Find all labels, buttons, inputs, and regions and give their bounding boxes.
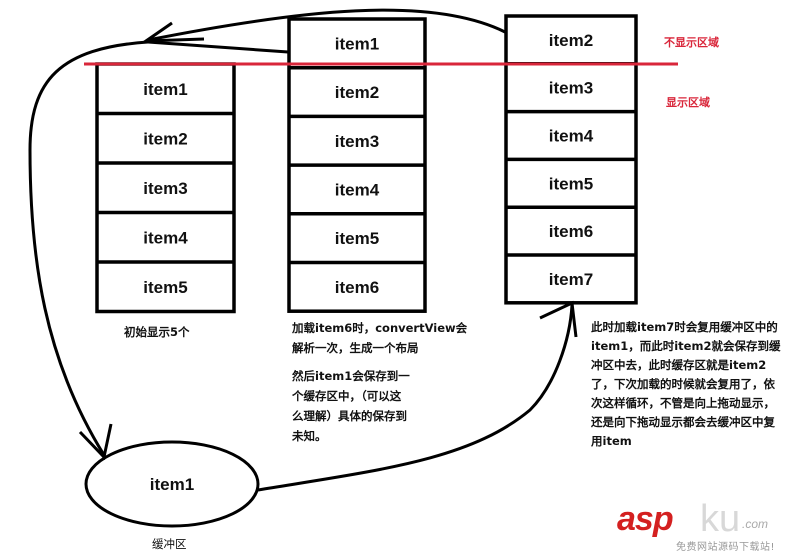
initial-caption: 初始显示5个 <box>124 325 190 339</box>
buffer-label: 缓冲区 <box>152 537 187 551</box>
list-item: item4 <box>549 127 594 146</box>
buffer-ellipse <box>84 440 260 528</box>
recycle-arrow-top <box>147 8 506 42</box>
caption-line: item1，而此时item2就会保存到缓 <box>591 339 781 353</box>
list-item: item1 <box>335 34 379 53</box>
caption-line: 么理解）具体的保存到 <box>292 409 407 423</box>
list-item: item2 <box>143 129 187 148</box>
caption-line: 未知。 <box>292 429 327 443</box>
list-item: item6 <box>335 278 379 297</box>
recycle-arrow-line-from-col2 <box>147 40 289 54</box>
watermark-subtitle: 免费网站源码下载站! <box>676 542 776 553</box>
caption-line: 冲区中去，此时缓存区就是item2 <box>591 358 767 372</box>
reuse-arrow <box>257 304 574 492</box>
list-item: item1 <box>143 80 187 99</box>
list-item: item3 <box>335 132 379 151</box>
column-load-item7: item2 item3 item4 item5 item6 item7 <box>504 14 638 305</box>
caption-line: 还是向下拖动显示都会去缓冲区中复 <box>591 415 775 429</box>
list-item: item5 <box>335 229 379 248</box>
list-item: item2 <box>549 31 593 50</box>
list-item: item2 <box>335 83 379 102</box>
caption-line: 了，下次加载的时候就会复用了，依 <box>591 377 775 391</box>
load-item6-caption: 加载item6时，convertView会 解析一次，生成一个布局 <box>292 318 467 358</box>
caption-line: 个缓存区中，（可以这 <box>292 389 402 403</box>
caption-line: 加载item6时，convertView会 <box>292 321 468 335</box>
caption-line: 此时加载item7时会复用缓冲区中的 <box>591 320 778 334</box>
list-item: item3 <box>549 79 593 98</box>
watermark-com: .com <box>742 517 769 531</box>
column-initial: item1 item2 item3 item4 item5 <box>95 62 236 314</box>
caption-line: 用item <box>591 434 632 448</box>
watermark-ku: ku <box>700 498 741 540</box>
caption-line: 次这样循环，不管是向上拖动显示， <box>591 396 775 410</box>
arrowhead-reuse-icon <box>539 300 578 338</box>
caption-line: 解析一次，生成一个布局 <box>292 341 419 355</box>
list-item: item4 <box>143 228 188 247</box>
column-load-item6: item1 item2 item3 item4 item5 item6 <box>287 17 427 313</box>
list-item: item3 <box>143 179 187 198</box>
watermark-asp: asp <box>617 500 674 538</box>
list-item: item5 <box>143 278 187 297</box>
list-item: item7 <box>549 270 593 289</box>
hidden-region-label: 不显示区域 <box>664 36 719 49</box>
list-item: item4 <box>335 180 380 199</box>
list-item: item5 <box>549 174 593 193</box>
visible-region-label: 显示区域 <box>666 96 710 109</box>
buffer-item-label: item1 <box>150 475 194 494</box>
load-item7-caption: 此时加载item7时会复用缓冲区中的 item1，而此时item2就会保存到缓 … <box>591 318 780 451</box>
to-buffer-arrow <box>28 40 149 456</box>
caption-line: 然后item1会保存到一 <box>292 369 410 383</box>
list-item: item6 <box>549 222 593 241</box>
item1-saved-caption: 然后item1会保存到一 个缓存区中，（可以这 么理解）具体的保存到 未知。 <box>292 366 410 446</box>
